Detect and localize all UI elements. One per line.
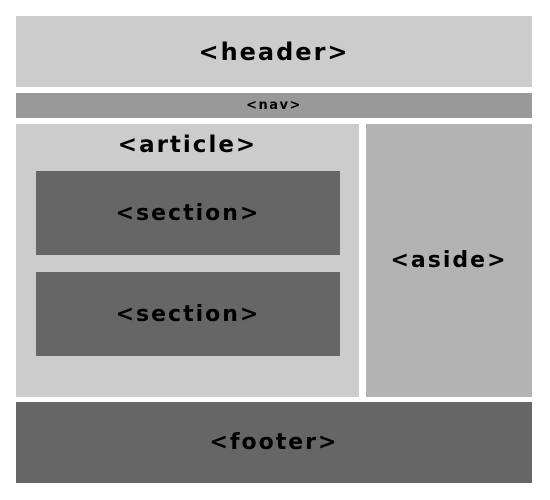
nav-label: <nav>	[246, 98, 302, 113]
section-block-1: <section>	[36, 171, 340, 255]
footer-label: <footer>	[209, 430, 339, 455]
nav-block: <nav>	[16, 93, 532, 118]
aside-label: <aside>	[390, 248, 508, 273]
footer-block: <footer>	[16, 402, 532, 483]
article-block: <article>	[16, 124, 359, 397]
header-block: <header>	[16, 16, 532, 87]
section-label-2: <section>	[115, 301, 261, 327]
header-label: <header>	[198, 37, 350, 66]
section-block-2: <section>	[36, 272, 340, 356]
article-label: <article>	[117, 132, 258, 158]
section-label-1: <section>	[115, 200, 261, 226]
aside-block: <aside>	[366, 124, 532, 397]
